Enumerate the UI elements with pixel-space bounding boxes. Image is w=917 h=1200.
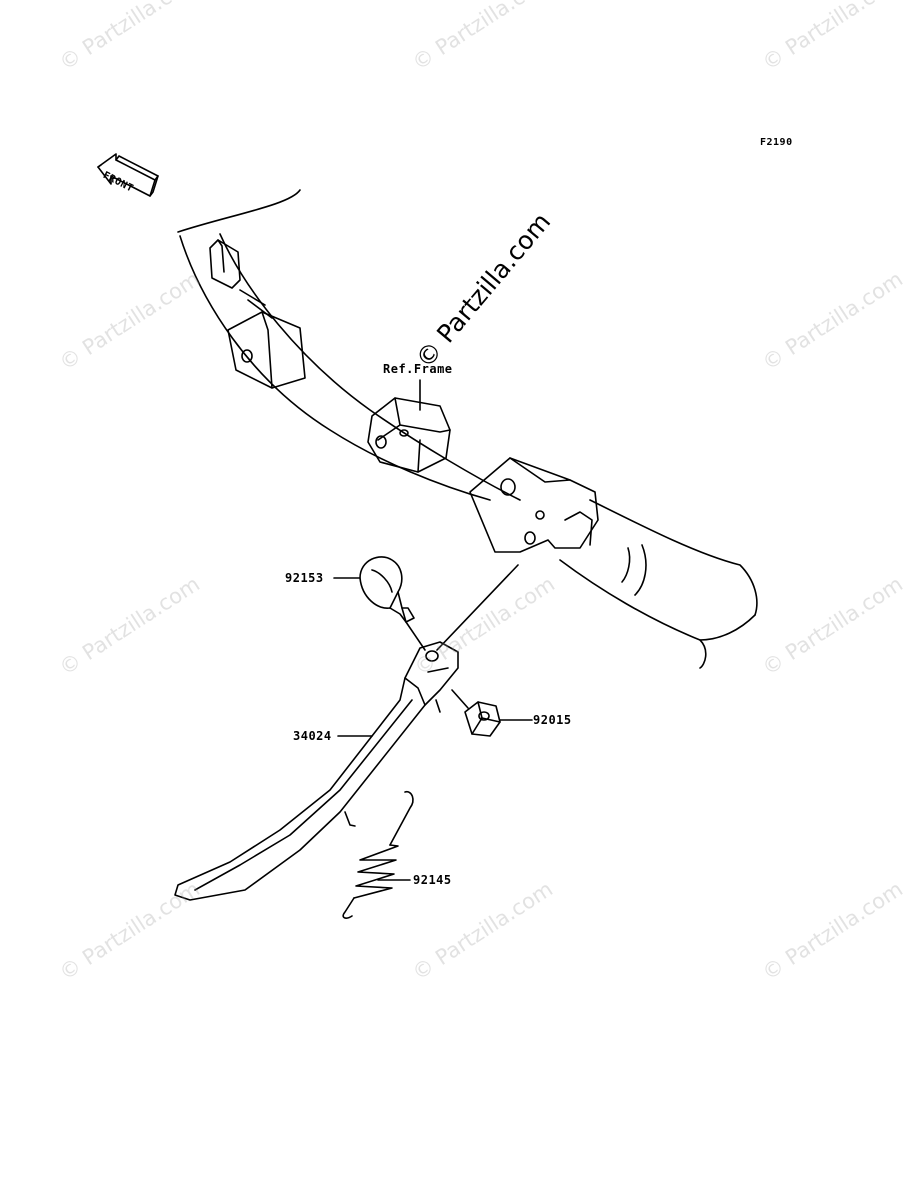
front-arrow-icon — [97, 153, 159, 197]
side-stand-34024 — [174, 641, 459, 901]
spring-92145 — [342, 790, 414, 919]
frame-lower-tube-top — [589, 499, 758, 616]
nut-92015 — [464, 701, 501, 737]
bolt-92153 — [359, 556, 415, 623]
frame-lower-tube-bottom — [559, 559, 707, 669]
frame-tube-upper — [219, 233, 521, 501]
figure-code: F2190 — [760, 137, 793, 148]
frame-tube-outline — [177, 189, 301, 233]
part-label-34024: 34024 — [293, 729, 332, 743]
part-label-92153: 92153 — [285, 571, 324, 585]
upper-bracket — [209, 239, 306, 389]
frame-block — [367, 397, 451, 473]
ref-frame-label: Ref.Frame — [383, 362, 453, 376]
part-label-92145: 92145 — [413, 873, 452, 887]
stand-bracket — [469, 457, 599, 553]
frame-tube-lower — [179, 235, 491, 501]
ref-leader-line — [436, 564, 519, 651]
part-label-92015: 92015 — [533, 713, 572, 727]
